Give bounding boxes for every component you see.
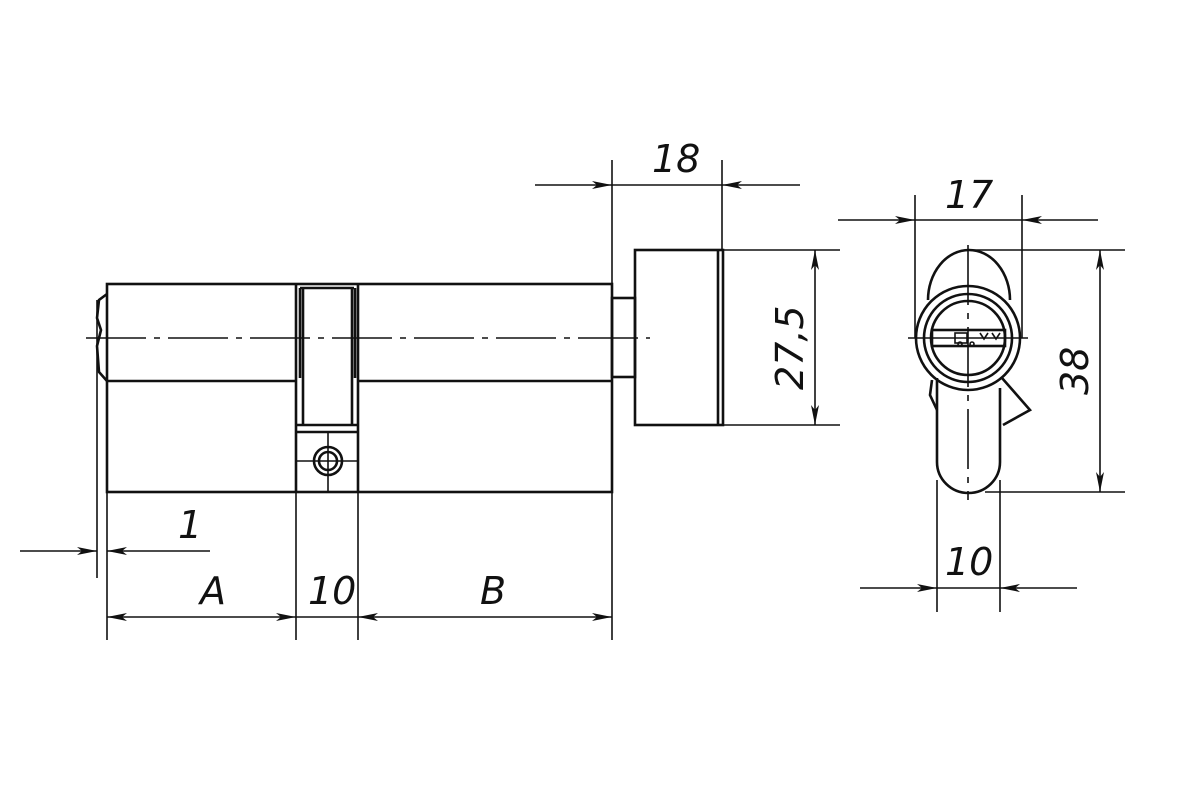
cam-slot: [294, 284, 360, 492]
svg-text:1: 1: [178, 503, 202, 547]
key-end: [95, 292, 108, 382]
dimension-profile-bottom-width: 10: [860, 480, 1077, 612]
dimension-profile-width: 17: [838, 173, 1098, 338]
svg-text:38: 38: [1053, 347, 1097, 395]
cylinder-body: [105, 282, 614, 494]
svg-text:A: A: [197, 569, 226, 613]
side-view: 18 27,5 1 A 10: [20, 137, 840, 640]
dimension-thumbturn-diameter: 27,5: [723, 249, 840, 426]
svg-text:18: 18: [652, 137, 700, 181]
svg-text:17: 17: [945, 173, 993, 217]
end-view: 17 38 10: [838, 173, 1125, 612]
cam-lever: [1001, 377, 1033, 427]
dimension-thumbturn-length: 18: [535, 137, 800, 284]
dimension-offset: 1: [20, 492, 210, 640]
screw-hole: [296, 432, 358, 492]
svg-text:10: 10: [945, 540, 993, 584]
dimension-chain-bottom: A 10 B: [107, 492, 613, 640]
svg-text:10: 10: [308, 569, 356, 613]
svg-text:B: B: [480, 569, 506, 613]
dimension-profile-height: 38: [968, 249, 1125, 493]
svg-text:27,5: 27,5: [768, 305, 812, 390]
